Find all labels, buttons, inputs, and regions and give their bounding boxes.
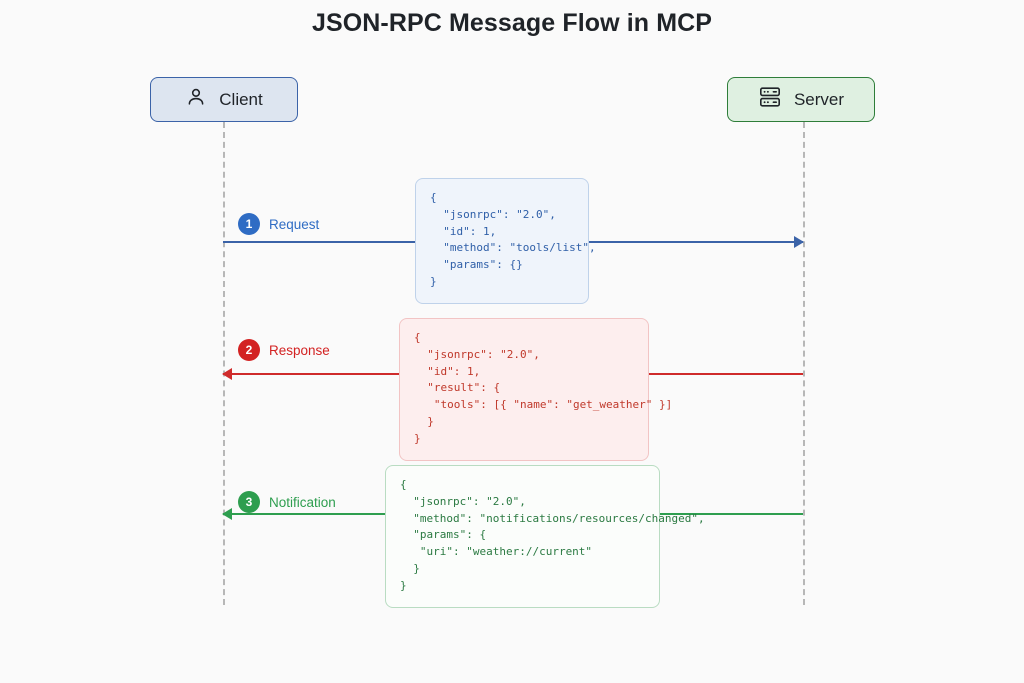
step-badge-1: 1 (238, 213, 260, 235)
step-response: 2 Response (238, 339, 330, 361)
payload-notification: { "jsonrpc": "2.0", "method": "notificat… (385, 465, 705, 608)
participant-client-label: Client (219, 89, 263, 109)
lifeline-client (223, 122, 225, 605)
step-badge-2: 2 (238, 339, 260, 361)
participant-server-label: Server (793, 89, 845, 109)
step-badge-3: 3 (238, 491, 260, 513)
server-icon (758, 85, 782, 114)
user-icon (185, 86, 207, 113)
lifeline-server (803, 122, 805, 605)
arrowhead-right-icon (794, 236, 804, 248)
step-label-request: Request (269, 216, 320, 232)
participant-client[interactable]: Client (150, 77, 298, 122)
arrowhead-left-icon (222, 508, 232, 520)
step-notification: 3 Notification (238, 491, 336, 513)
arrowhead-left-icon (222, 368, 232, 380)
payload-request: { "jsonrpc": "2.0", "id": 1, "method": "… (415, 178, 596, 304)
participant-server[interactable]: Server (727, 77, 875, 122)
payload-response: { "jsonrpc": "2.0", "id": 1, "result": {… (399, 318, 672, 461)
step-label-response: Response (269, 342, 330, 358)
step-label-notification: Notification (269, 494, 336, 510)
diagram-title: JSON-RPC Message Flow in MCP (311, 9, 713, 37)
step-request: 1 Request (238, 213, 319, 235)
